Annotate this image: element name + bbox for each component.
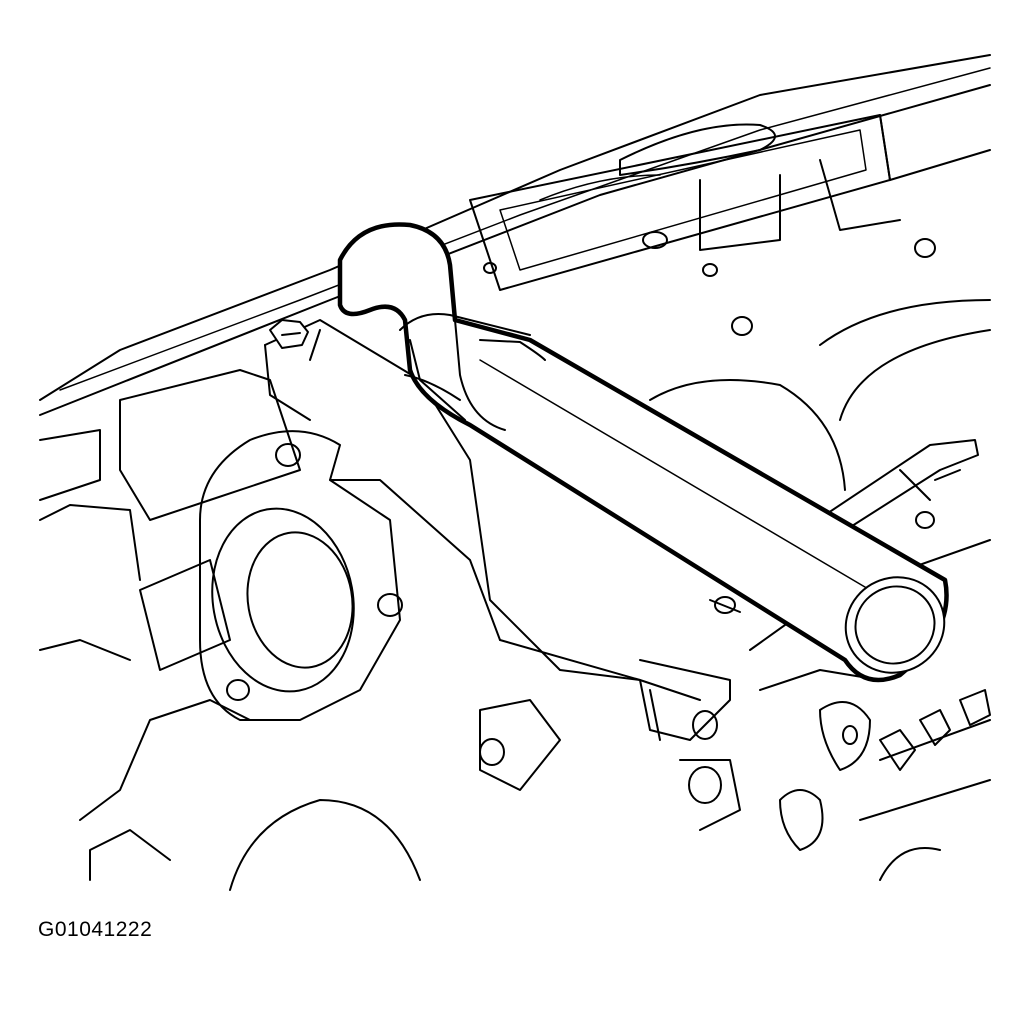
water-outlet-housing: [198, 320, 700, 720]
coolant-pipe: [340, 224, 962, 690]
deck-bolt-holes: [484, 232, 935, 528]
engine-line-drawing: [0, 0, 1033, 900]
cylinder-head-deck: [40, 55, 990, 415]
mounting-boss: [480, 640, 870, 850]
figure-code: G01041222: [38, 918, 153, 941]
engine-block-left: [40, 370, 420, 890]
pipe-clamp: [400, 314, 530, 400]
cylinder-bore: [650, 300, 990, 490]
timing-cover-right: [750, 540, 990, 880]
drain-plug: [710, 597, 740, 613]
dipstick-bracket: [810, 440, 978, 540]
